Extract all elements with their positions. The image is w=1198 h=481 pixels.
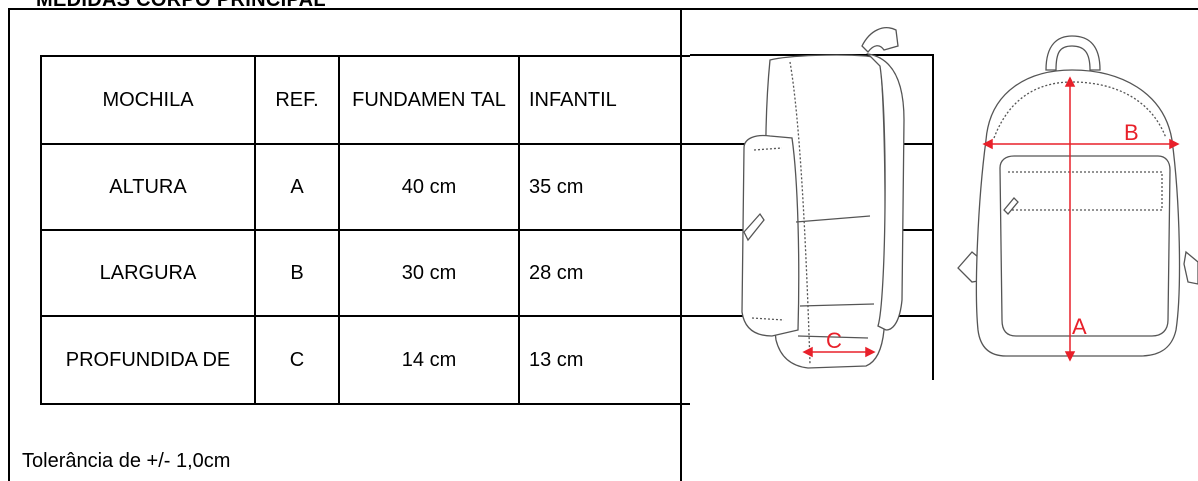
backpack-diagram: C B A: [690, 27, 1198, 380]
measurements-table: MOCHILA REF. FUNDAMEN TAL INFANTIL ALTUR…: [40, 55, 690, 405]
row-ref: B: [254, 229, 340, 317]
header-cell-ref: REF.: [254, 55, 340, 145]
height-label-a: A: [1072, 314, 1087, 339]
depth-label-c: C: [826, 328, 842, 353]
backpack-front-view: [957, 35, 1198, 357]
row-fundamental-value: 30 cm: [338, 229, 520, 317]
row-fundamental-value: 14 cm: [338, 315, 520, 405]
width-label-b: B: [1124, 120, 1139, 145]
row-ref: A: [254, 143, 340, 231]
depth-measurement: [802, 346, 876, 358]
tolerance-note: Tolerância de +/- 1,0cm: [22, 450, 231, 472]
header-cell-infantil: INFANTIL: [518, 55, 690, 145]
row-infantil-value: 35 cm: [518, 143, 690, 231]
row-infantil-value: 28 cm: [518, 229, 690, 317]
row-label-altura: ALTURA: [40, 143, 256, 231]
table-row: LARGURA B 30 cm 28 cm: [40, 229, 690, 317]
row-ref: C: [254, 315, 340, 405]
backpack-side-view: [741, 27, 905, 369]
row-label-profundidade: PROFUNDIDA DE: [40, 315, 256, 405]
row-fundamental-value: 40 cm: [338, 143, 520, 231]
header-cell-mochila: MOCHILA: [40, 55, 256, 145]
table-row: PROFUNDIDA DE C 14 cm 13 cm: [40, 315, 690, 405]
row-label-largura: LARGURA: [40, 229, 256, 317]
height-measurement: [1064, 76, 1076, 362]
table-row: ALTURA A 40 cm 35 cm: [40, 143, 690, 231]
width-measurement: [982, 138, 1180, 150]
row-infantil-value: 13 cm: [518, 315, 690, 405]
frame-left-line: [8, 8, 10, 481]
frame-top-line: [8, 8, 1198, 10]
section-heading: MEDIDAS CORPO PRINCIPAL: [36, 0, 326, 11]
table-header-row: MOCHILA REF. FUNDAMEN TAL INFANTIL: [40, 55, 690, 145]
header-cell-fundamental: FUNDAMEN TAL: [338, 55, 520, 145]
